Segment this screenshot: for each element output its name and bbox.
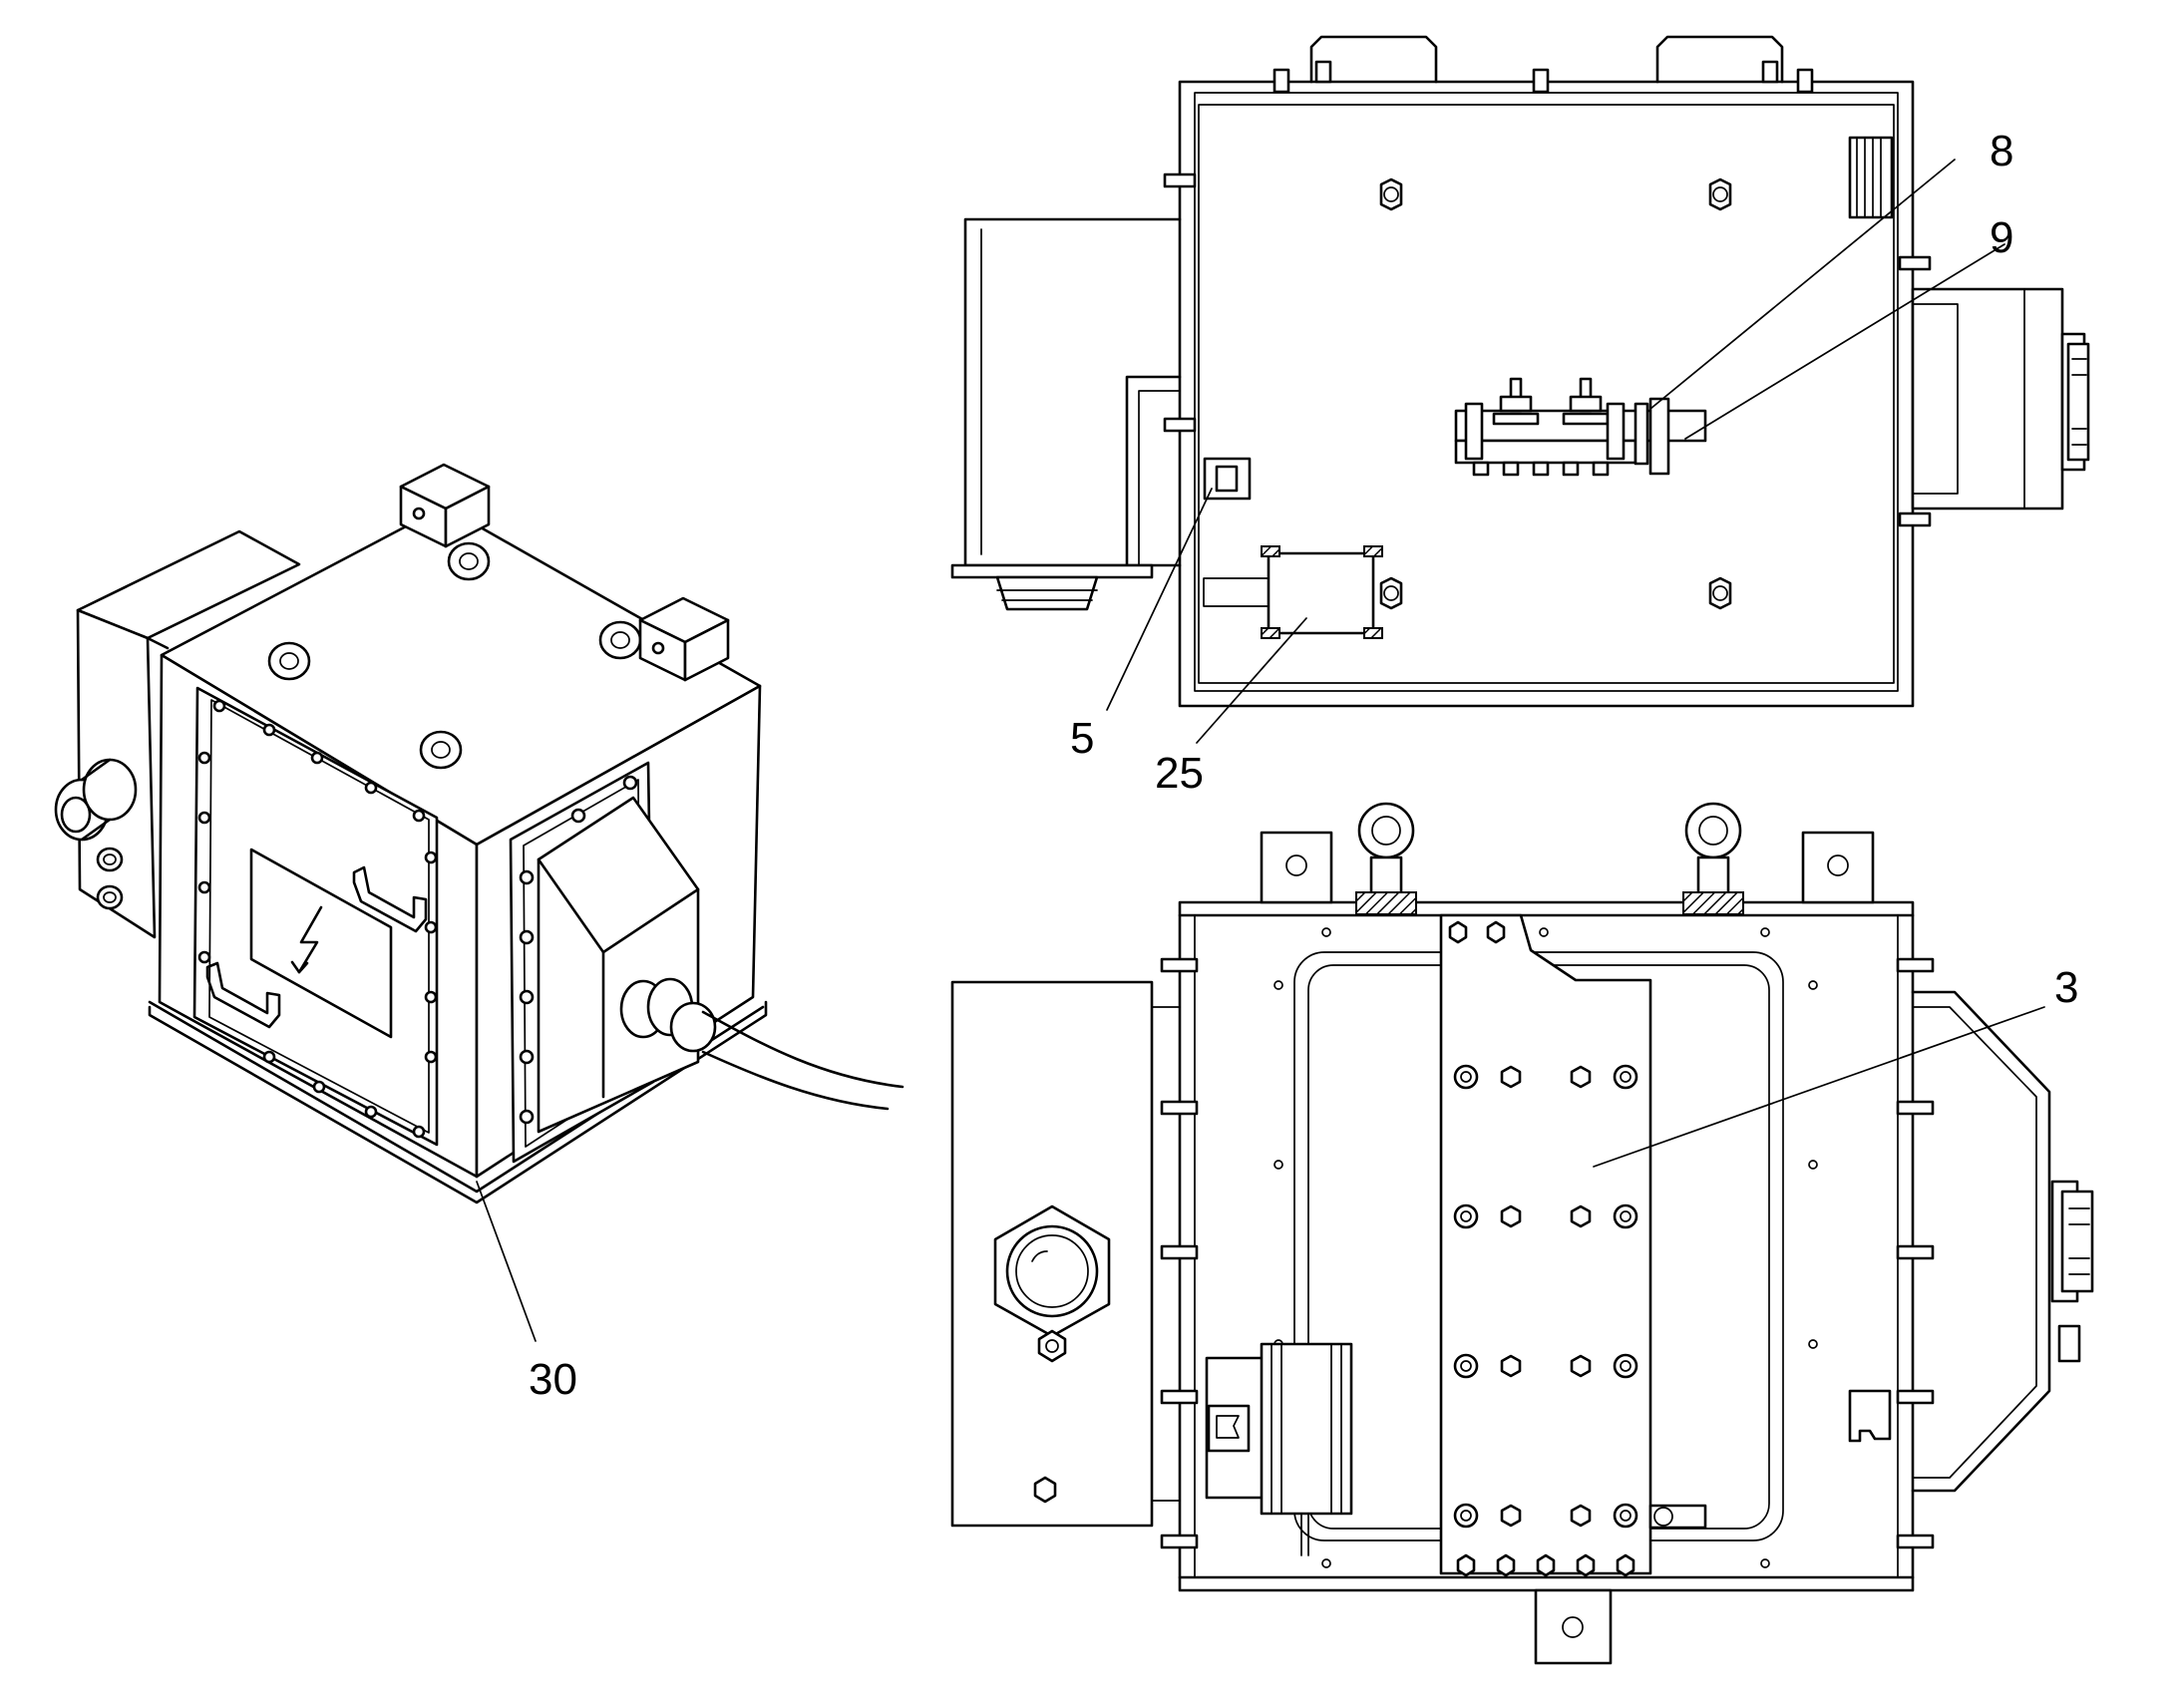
callout-3: 3 — [2054, 963, 2078, 1012]
eye-bolts — [1355, 802, 1744, 915]
connector-coil — [1205, 1342, 1353, 1556]
entry-bushing — [1203, 457, 1252, 501]
callout-9: 9 — [1990, 213, 2013, 262]
terminal-bar — [1454, 377, 1707, 477]
front-cover-plate — [192, 686, 439, 1147]
leader-line-30 — [476, 1181, 537, 1342]
callout-25: 25 — [1155, 749, 1204, 798]
terminal-strip — [1848, 136, 1894, 219]
right-junction-box — [509, 761, 905, 1164]
callout-30: 30 — [529, 1355, 577, 1404]
cable-gland-nut — [993, 1204, 1111, 1504]
lightning-bolt-icon — [290, 905, 323, 974]
cover-plate — [1439, 913, 1707, 1577]
right-bushing — [2050, 1180, 2094, 1363]
callout-5: 5 — [1070, 714, 1094, 763]
top-mounting-blocks — [399, 463, 730, 682]
mounting-nuts — [1379, 177, 1732, 610]
front-view — [950, 802, 2094, 1665]
internal-view — [950, 35, 2090, 744]
mounting-bracket — [1203, 545, 1383, 639]
side-terminal-box — [54, 529, 301, 939]
isometric-view — [54, 463, 905, 1204]
callout-8: 8 — [1990, 127, 2013, 175]
